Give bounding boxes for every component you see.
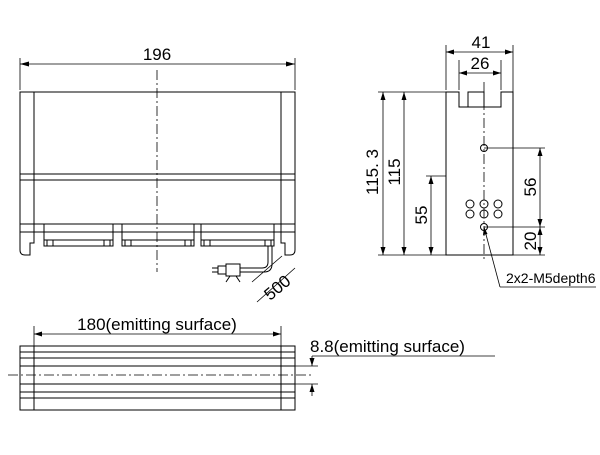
dim-side-height-total-label: 115. 3 — [363, 149, 382, 195]
dim-emitting-width: 8.8(emitting surface) — [295, 337, 495, 396]
dim-emitting-length-label: 180(emitting surface) — [77, 315, 237, 334]
dim-side-hole-upper: 56 — [484, 147, 545, 228]
dim-cable-length: 500 — [251, 255, 296, 304]
bottom-body — [8, 345, 312, 411]
dim-side-height-mid: 55 — [412, 175, 446, 255]
dim-front-width-label: 196 — [143, 45, 171, 64]
dim-side-hole-lower: 20 — [513, 227, 545, 256]
dim-front-width: 196 — [19, 45, 296, 90]
side-view: 41 26 — [363, 33, 596, 288]
dim-side-width-outer-label: 41 — [472, 33, 491, 52]
dim-side-height-body: 115 — [385, 92, 407, 255]
tapped-hole-note: 2x2-M5depth6 — [506, 270, 596, 286]
dim-side-height-mid-label: 55 — [412, 206, 431, 225]
dim-emitting-length: 180(emitting surface) — [33, 315, 282, 346]
dim-cable-length-label: 500 — [260, 271, 294, 304]
front-body — [19, 70, 296, 272]
dim-side-hole-lower-label: 20 — [521, 232, 540, 251]
bottom-view: 180(emitting surface) 8.8(emitting surfa… — [8, 315, 495, 411]
front-view: 196 — [19, 45, 296, 304]
tapped-hole-leader: 2x2-M5depth6 — [483, 226, 596, 288]
dim-side-width-inner-label: 26 — [471, 54, 490, 73]
dim-side-hole-upper-label: 56 — [521, 178, 540, 197]
cable-connector — [212, 246, 273, 283]
dim-emitting-width-label: 8.8(emitting surface) — [310, 337, 465, 356]
dim-side-height-total: 115. 3 — [363, 91, 446, 256]
side-body — [445, 82, 514, 262]
dim-side-height-body-label: 115 — [385, 158, 404, 185]
dim-side-width-inner: 26 — [458, 54, 502, 90]
